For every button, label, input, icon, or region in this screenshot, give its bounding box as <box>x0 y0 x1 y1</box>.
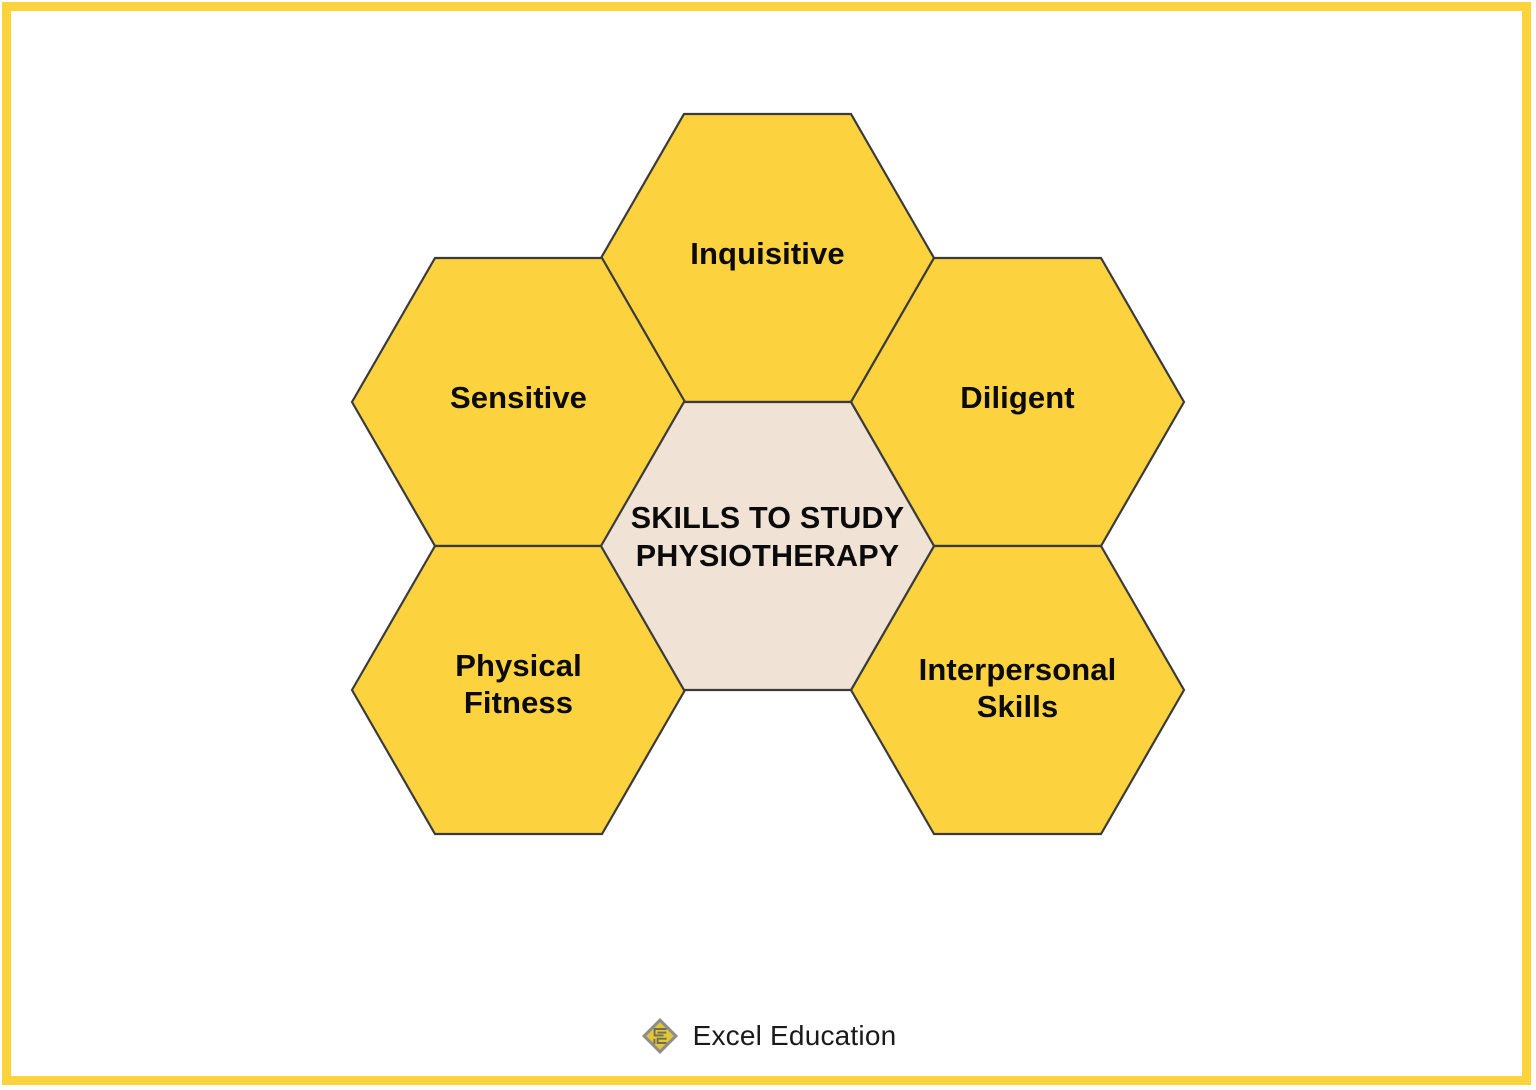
footer-brand-name: Excel Education <box>692 1020 897 1051</box>
footer-brand-lockup: Excel Education <box>0 1016 1536 1056</box>
hexagon-center-title[interactable] <box>599 400 936 692</box>
excel-education-diamond-logo-icon <box>641 1018 678 1054</box>
